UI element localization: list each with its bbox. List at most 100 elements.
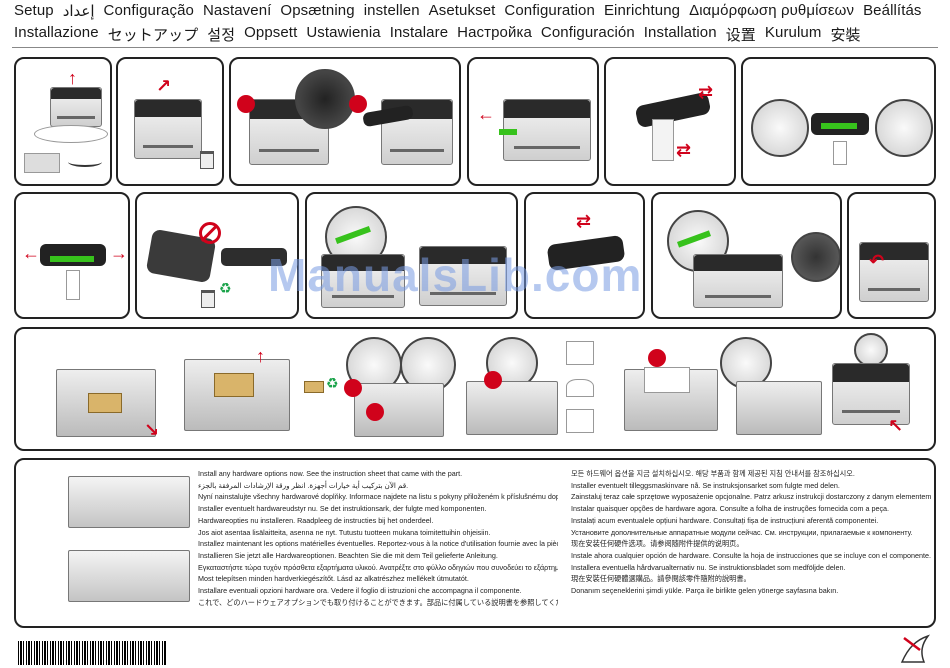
printer-illustration xyxy=(50,87,102,127)
instruction-line: Installera eventuella hårdvarualternativ… xyxy=(571,562,846,572)
title-word: Installation xyxy=(643,24,717,41)
step-unpack-panel: ↑ xyxy=(14,57,112,186)
instruction-line: Installer eventuelt tilleggsmaskinvare n… xyxy=(571,480,840,490)
recycle-icon: ♻ xyxy=(219,280,232,296)
step-remove-insert-panel xyxy=(741,57,936,186)
title-word: Настройка xyxy=(457,24,532,41)
title-word: 安裝 xyxy=(830,27,861,44)
packing-box-icon xyxy=(304,381,324,393)
instruction-line: Nyní nainstalujte všechny hardwarové dop… xyxy=(198,492,558,502)
title-word: Setup xyxy=(14,2,54,19)
watermark: ManualsLib.com xyxy=(268,249,643,301)
instruction-line: Zainstaluj teraz całe sprzętowe wyposaże… xyxy=(571,492,931,502)
instruction-line: Hardwareopties nu installeren. Raadpleeg… xyxy=(198,515,434,525)
title-word: Configuración xyxy=(540,24,635,41)
title-word: Asetukset xyxy=(428,2,496,19)
instruction-line: 모든 하드웨어 옵션을 지금 설치하십시오. 해당 부품과 함께 제공된 지침 … xyxy=(571,469,855,478)
packing-sheet xyxy=(833,141,847,165)
instruction-line: Installer eventuelt hardwareudstyr nu. S… xyxy=(198,504,487,514)
shake-arrow-icon: ⇄ xyxy=(576,211,592,231)
paper-tray-loaded xyxy=(736,381,822,435)
instruction-line: Donanım seçeneklerini şimdi yükle. Parça… xyxy=(571,586,839,596)
green-handle xyxy=(499,129,517,135)
title-word: Instalare xyxy=(389,24,449,41)
fan-paper-icon xyxy=(566,379,594,397)
shake-arrow-icon: ⇄ xyxy=(676,140,692,160)
step-marker-2 xyxy=(366,403,384,421)
step-marker xyxy=(484,371,502,389)
shake-arrow-icon: ⇄ xyxy=(698,82,714,102)
green-handle xyxy=(821,123,857,129)
printer-illustration xyxy=(419,246,507,306)
tape-arrow-icon: ↗ xyxy=(156,76,172,96)
optional-tray-illustration xyxy=(68,476,190,528)
step-align-cartridge-panel: ⇄ xyxy=(524,192,645,319)
title-word: Beállítás xyxy=(863,2,922,19)
title-word: Einrichtung xyxy=(603,2,681,19)
step-remove-packing-panel xyxy=(229,57,461,186)
title-divider xyxy=(12,47,938,48)
paper-tray-guides xyxy=(354,383,444,437)
instruction-line: Instalați acum eventualele opțiuni hardw… xyxy=(571,515,879,525)
tray-insert-box xyxy=(214,373,254,397)
step-marker xyxy=(648,349,666,367)
step-insert-toner-panel xyxy=(305,192,518,319)
title-word: instellen xyxy=(363,2,420,19)
instruction-line: Εγκαταστήστε τώρα τυχόν πρόσθετα εξαρτήμ… xyxy=(198,562,558,572)
instruction-line: Instalar quaisquer opções de hardware ag… xyxy=(571,504,890,514)
step-close-front-panel: ↶ xyxy=(847,192,936,319)
title-word: 设置 xyxy=(725,27,756,44)
instruction-line: 现在安装任何硬件选项。请参阅随附件提供的说明页。 xyxy=(571,539,744,549)
left-arrow-icon: ← xyxy=(477,104,495,124)
up-arrow-icon: ↑ xyxy=(256,346,265,366)
title-word: Opsætning xyxy=(280,2,355,19)
up-arrow-icon: ↑ xyxy=(68,68,77,88)
instruction-line: Instale ahora cualquier opción de hardwa… xyxy=(571,550,931,560)
green-handle xyxy=(50,256,94,262)
packing-sheet xyxy=(66,270,80,300)
printer-open-illustration xyxy=(503,99,591,161)
title-word: 설정 xyxy=(207,27,236,44)
documents-icon xyxy=(24,153,60,173)
step-pull-insert-panel: ← → xyxy=(14,192,130,319)
step-marker-2 xyxy=(349,95,367,113)
printer-open-illustration xyxy=(321,254,405,308)
step-remove-toner-panel: ← xyxy=(467,57,599,186)
hardware-options-panel: Install any hardware options now. See th… xyxy=(14,458,936,628)
step-shake-toner-panel: ⇄ ⇄ xyxy=(604,57,736,186)
detail-inset xyxy=(295,69,355,129)
toner-cartridge xyxy=(40,244,106,266)
pull-arrow-icon: ↘ xyxy=(144,420,160,440)
title-word: Installazione xyxy=(14,24,99,41)
instruction-line: これで、どのハードウェアオプションでも取り付けることができます。部品に付属してい… xyxy=(198,597,558,607)
trash-bin-icon xyxy=(201,290,215,308)
printer-illustration xyxy=(134,99,202,159)
insert-arrow-icon: ↖ xyxy=(888,416,904,436)
no-touch-icon xyxy=(199,222,221,244)
step-marker-1 xyxy=(237,95,255,113)
left-arrow-icon: ← xyxy=(22,243,40,263)
recycle-icon: ♻ xyxy=(326,375,339,391)
detail-inset xyxy=(720,337,772,389)
right-arrow-icon: → xyxy=(110,243,128,263)
printer-open-illustration xyxy=(693,254,783,308)
printer-illustration xyxy=(859,242,929,302)
title-word: Configuração xyxy=(103,2,194,19)
optional-tray-illustration xyxy=(68,550,190,602)
align-paper-icon xyxy=(566,409,594,433)
close-arrow-icon: ↶ xyxy=(869,251,885,271)
packing-sheet xyxy=(652,119,674,161)
tray-insert-box xyxy=(88,393,122,413)
toner-cartridge xyxy=(221,248,287,266)
detail-inset xyxy=(854,333,888,367)
power-cord-icon xyxy=(68,157,102,167)
instruction-line: قم الآن بتركيب أية خيارات أجهزة. انظر ور… xyxy=(198,480,409,490)
page-curl-icon xyxy=(900,634,931,663)
paper-stack xyxy=(644,367,690,393)
instruction-line: Installez maintenant les options matérie… xyxy=(198,539,558,549)
instruction-line: Installieren Sie jetzt alle Hardwareopti… xyxy=(198,550,498,560)
instruction-line: Installare eventuali opzioni hardware or… xyxy=(198,586,522,596)
title-word: セットアップ xyxy=(107,27,199,44)
